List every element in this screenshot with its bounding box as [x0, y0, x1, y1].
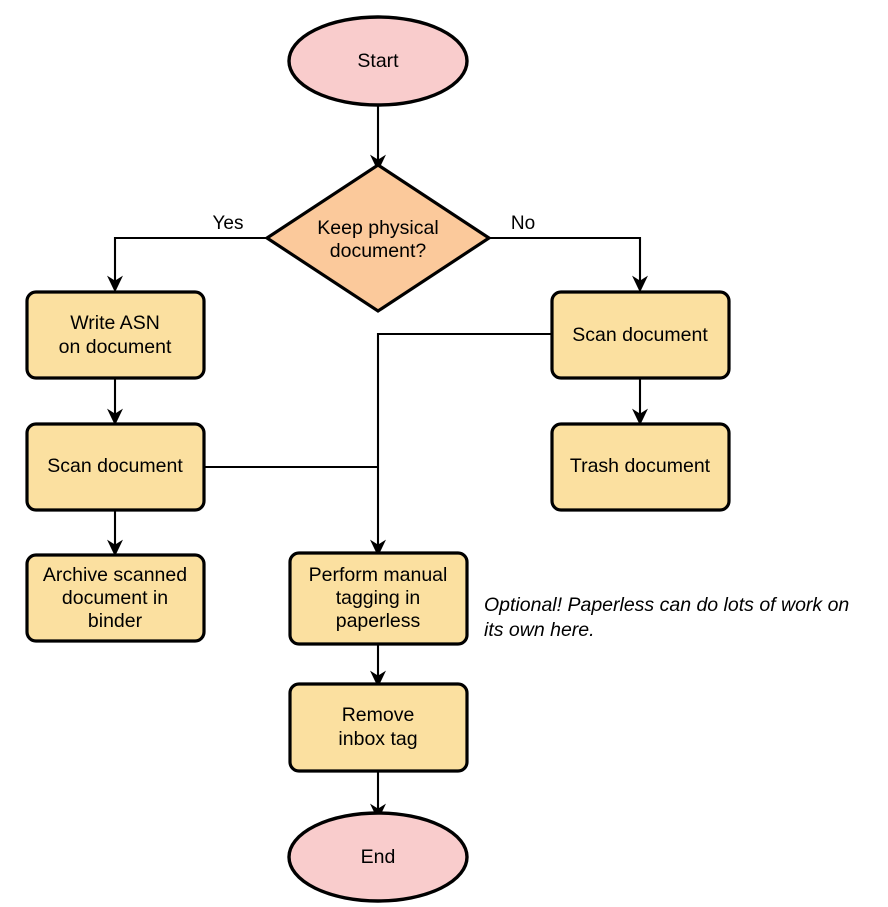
start-label: Start [357, 50, 399, 72]
archive-label-line3: binder [88, 610, 143, 632]
node-decision-keep-physical-document[interactable]: Keep physical document? [264, 163, 492, 313]
node-trash-document[interactable]: Trash document [550, 422, 731, 512]
node-scan-document-left[interactable]: Scan document [25, 422, 206, 512]
node-end[interactable]: End [287, 811, 469, 903]
end-ellipse [287, 811, 469, 903]
archive-box [25, 553, 206, 643]
start-ellipse [287, 15, 469, 107]
edge-decision-yes-to-write-asn [107, 236, 266, 293]
note-line2: its own here. [484, 619, 595, 641]
edge-label-yes: Yes [213, 213, 244, 234]
tagging-label-line2: tagging in [336, 587, 421, 609]
remove-inbox-box [288, 682, 469, 773]
archive-label-line2: document in [62, 587, 168, 609]
write-asn-label-line2: on document [59, 336, 172, 358]
edge-label-no: No [511, 213, 535, 234]
scan-right-label: Scan document [572, 324, 708, 346]
tagging-box [288, 551, 469, 646]
decision-diamond [264, 163, 492, 313]
write-asn-label-line1: Write ASN [70, 312, 160, 334]
node-scan-document-right[interactable]: Scan document [550, 290, 731, 380]
note-line1: Optional! Paperless can do lots of work … [484, 594, 849, 616]
scan-right-box [550, 290, 731, 380]
scan-left-box [25, 422, 206, 512]
node-archive-scanned-document[interactable]: Archive scanned document in binder [25, 553, 206, 643]
note-optional-paperless: Optional! Paperless can do lots of work … [484, 594, 849, 641]
tagging-label-line3: paperless [336, 610, 421, 632]
archive-label-line1: Archive scanned [43, 564, 187, 586]
node-write-asn[interactable]: Write ASN on document [25, 290, 206, 380]
node-perform-manual-tagging[interactable]: Perform manual tagging in paperless [288, 551, 469, 646]
decision-label-line2: document? [330, 240, 427, 262]
trash-box [550, 422, 731, 512]
edge-decision-no-to-scan-right [490, 236, 648, 293]
tagging-label-line1: Perform manual [309, 564, 448, 586]
remove-inbox-label-line1: Remove [342, 704, 415, 726]
write-asn-box [25, 290, 206, 380]
node-remove-inbox-tag[interactable]: Remove inbox tag [288, 682, 469, 773]
remove-inbox-label-line2: inbox tag [338, 728, 417, 750]
end-label: End [361, 846, 396, 868]
decision-label-line1: Keep physical [317, 217, 438, 239]
edge-scan-right-to-tagging [370, 332, 552, 557]
scan-left-label: Scan document [47, 455, 183, 477]
node-start[interactable]: Start [287, 15, 469, 107]
trash-label: Trash document [570, 455, 711, 477]
